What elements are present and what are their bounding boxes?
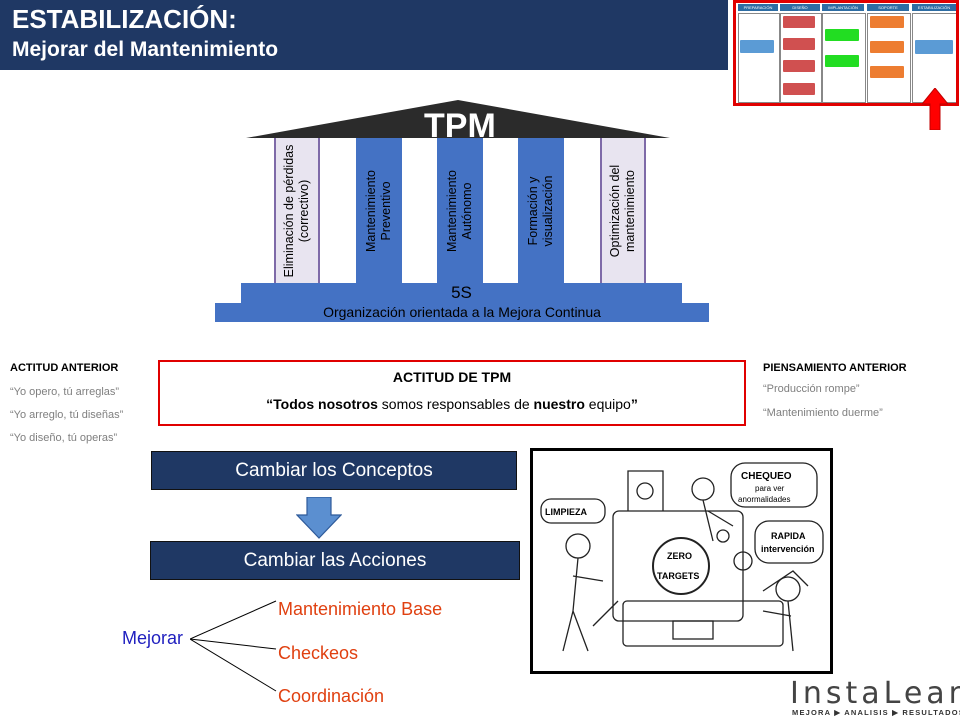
roadmap-thumbnail: PREPARACIÓN DISEÑO IMPLANTACIÓN SOPORTE … xyxy=(733,0,959,106)
actitud-tpm-box xyxy=(158,360,746,426)
cartoon-drawing: LIMPIEZA CHEQUEO para ver anormalidades … xyxy=(540,462,824,652)
quote-text: somos responsables de xyxy=(377,396,534,412)
base-5s xyxy=(241,283,682,303)
bubble-limpieza: LIMPIEZA xyxy=(545,507,587,517)
disc-targets: TARGETS xyxy=(657,571,699,581)
title-banner xyxy=(0,0,728,70)
roadmap-card xyxy=(783,83,815,95)
actitud-tpm-title: ACTITUD DE TPM xyxy=(392,369,512,385)
page-title: ESTABILIZACIÓN: xyxy=(12,4,237,34)
roadmap-lane xyxy=(738,13,780,103)
pillar-mantenimiento-preventivo: Mantenimiento Preventivo xyxy=(356,138,402,283)
pillar-formacion-visualizacion: Formación y visualización xyxy=(518,138,564,283)
pillar-eliminacion-perdidas: Eliminación de pérdidas (correctivo) xyxy=(274,138,320,283)
roadmap-card xyxy=(825,29,859,41)
roadmap-phase-estabilizacion: ESTABILIZACIÓN xyxy=(912,4,956,11)
roadmap-phase-soporte: SOPORTE xyxy=(867,4,909,11)
page-subtitle: Mejorar del Mantenimiento xyxy=(12,38,279,61)
base-organizacion xyxy=(215,303,709,322)
actitud-anterior-item: “Yo diseño, tú operas” xyxy=(10,432,118,444)
roadmap-phase-implantacion: IMPLANTACIÓN xyxy=(822,4,864,11)
pillar-optimizacion-mantenimiento: Optimización del mantenimiento xyxy=(600,138,646,283)
roadmap-card xyxy=(783,38,815,50)
pillar-label: Mantenimiento Preventivo xyxy=(364,169,393,252)
pensamiento-anterior-title: PIENSAMIENTO ANTERIOR xyxy=(763,362,907,374)
roadmap-card xyxy=(783,60,815,72)
up-arrow-icon xyxy=(922,88,948,130)
bubble-anormalidades: anormalidades xyxy=(738,495,790,504)
instalean-tagline: MEJORA ▶ ANALISIS ▶ RESULTADOS xyxy=(792,708,960,717)
quote-bold-1: Todos nosotros xyxy=(273,396,378,412)
bubble-para-ver: para ver xyxy=(755,484,785,493)
base-organizacion-label: Organización orientada a la Mejora Conti… xyxy=(323,304,601,320)
quote-bold-2: nuestro xyxy=(533,396,585,412)
roadmap-phase-diseno: DISEÑO xyxy=(780,4,820,11)
pensamiento-anterior-item: “Producción rompe” xyxy=(763,383,860,395)
roadmap-phase-preparacion: PREPARACIÓN xyxy=(738,4,778,11)
roadmap-card xyxy=(825,55,859,67)
roadmap-card xyxy=(915,40,953,54)
cambiar-conceptos-box: Cambiar los Conceptos xyxy=(151,451,517,490)
branch-checkeos: Checkeos xyxy=(278,643,359,663)
pensamiento-anterior-item: “Mantenimiento duerme” xyxy=(763,407,883,419)
base-5s-label: 5S xyxy=(451,283,472,302)
cambiar-acciones-box: Cambiar las Acciones xyxy=(150,541,520,580)
roadmap-card xyxy=(870,41,904,53)
actitud-tpm-quote: “Todos nosotros somos responsables de nu… xyxy=(158,395,746,413)
actitud-anterior-item: “Yo opero, tú arreglas” xyxy=(10,386,120,398)
roadmap-card xyxy=(870,16,904,28)
roadmap-card xyxy=(870,66,904,78)
bubble-chequeo: CHEQUEO xyxy=(741,471,792,482)
branch-mantenimiento-base: Mantenimiento Base xyxy=(278,599,443,619)
instalean-logo: InstaLean xyxy=(790,676,960,711)
tpm-roof xyxy=(246,100,670,138)
bubble-rapida: RAPIDA xyxy=(771,531,806,541)
pillar-label: Eliminación de pérdidas (correctivo) xyxy=(282,144,311,277)
actitud-anterior-title: ACTITUD ANTERIOR xyxy=(10,362,119,374)
roadmap-lane xyxy=(780,13,822,103)
quote-open: “ xyxy=(266,396,274,412)
pillar-label: Mantenimiento Autónomo xyxy=(445,169,474,252)
roadmap-card xyxy=(740,40,774,53)
roadmap-lane xyxy=(867,13,911,103)
mejorar-label: Mejorar xyxy=(122,628,184,648)
quote-end: equipo xyxy=(584,396,631,412)
pillar-label: Formación y visualización xyxy=(526,175,555,246)
roadmap-card xyxy=(783,16,815,28)
tpm-cartoon-illustration: LIMPIEZA CHEQUEO para ver anormalidades … xyxy=(530,448,833,674)
actitud-anterior-item: “Yo arreglo, tú diseñas” xyxy=(10,409,124,421)
pillar-label: Optimización del mantenimiento xyxy=(608,164,637,257)
branch-lines xyxy=(190,600,277,692)
roadmap-lane xyxy=(822,13,866,103)
bubble-intervencion: intervención xyxy=(761,544,815,554)
disc-zero: ZERO xyxy=(667,551,692,561)
quote-close: ” xyxy=(630,396,638,412)
pillar-mantenimiento-autonomo: Mantenimiento Autónomo xyxy=(437,138,483,283)
branch-coordinacion: Coordinación xyxy=(278,686,385,706)
down-arrow-icon xyxy=(296,497,342,539)
